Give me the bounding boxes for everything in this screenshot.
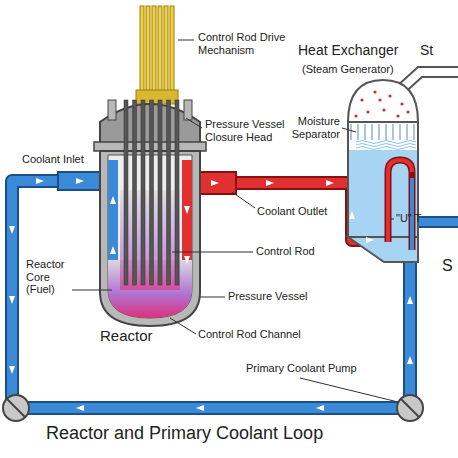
part-label: Coolant Outlet (257, 205, 347, 218)
feedwater-pipe (418, 216, 458, 228)
part-label: Pressure Vessel (228, 290, 328, 303)
inlet-nozzle (58, 172, 102, 190)
control-rods (124, 100, 179, 285)
control-rod-drive (136, 6, 178, 104)
leader-lines (72, 40, 398, 402)
steam-generator-plenum (348, 237, 418, 262)
coolant-pump (3, 395, 29, 421)
part-label: Coolant Inlet (22, 153, 102, 166)
outlet-nozzle (196, 172, 236, 194)
part-label: Control Rod Drive Mechanism (198, 31, 298, 56)
part-label: Pressure Vessel Closure Head (205, 118, 295, 143)
diagram-caption: Reactor and Primary Coolant Loop (46, 423, 446, 444)
part-label: Moisture Separator (290, 115, 340, 140)
steam-dome (348, 80, 418, 122)
part-label: Heat Exchanger (298, 42, 408, 58)
part-label: Reactor (100, 327, 170, 344)
part-label: Primary Coolant Pump (246, 362, 376, 375)
part-label: Reactor Core (Fuel) (26, 258, 72, 296)
coolant-pump (397, 395, 423, 421)
u-tube (388, 160, 412, 250)
part-label: St (420, 42, 450, 58)
part-label: "U" T (396, 212, 436, 225)
part-label: Control Rod (256, 245, 336, 258)
part-label: S (442, 257, 456, 275)
part-label: (Steam Generator) (302, 63, 412, 76)
part-label: Control Rod Channel (198, 328, 318, 341)
